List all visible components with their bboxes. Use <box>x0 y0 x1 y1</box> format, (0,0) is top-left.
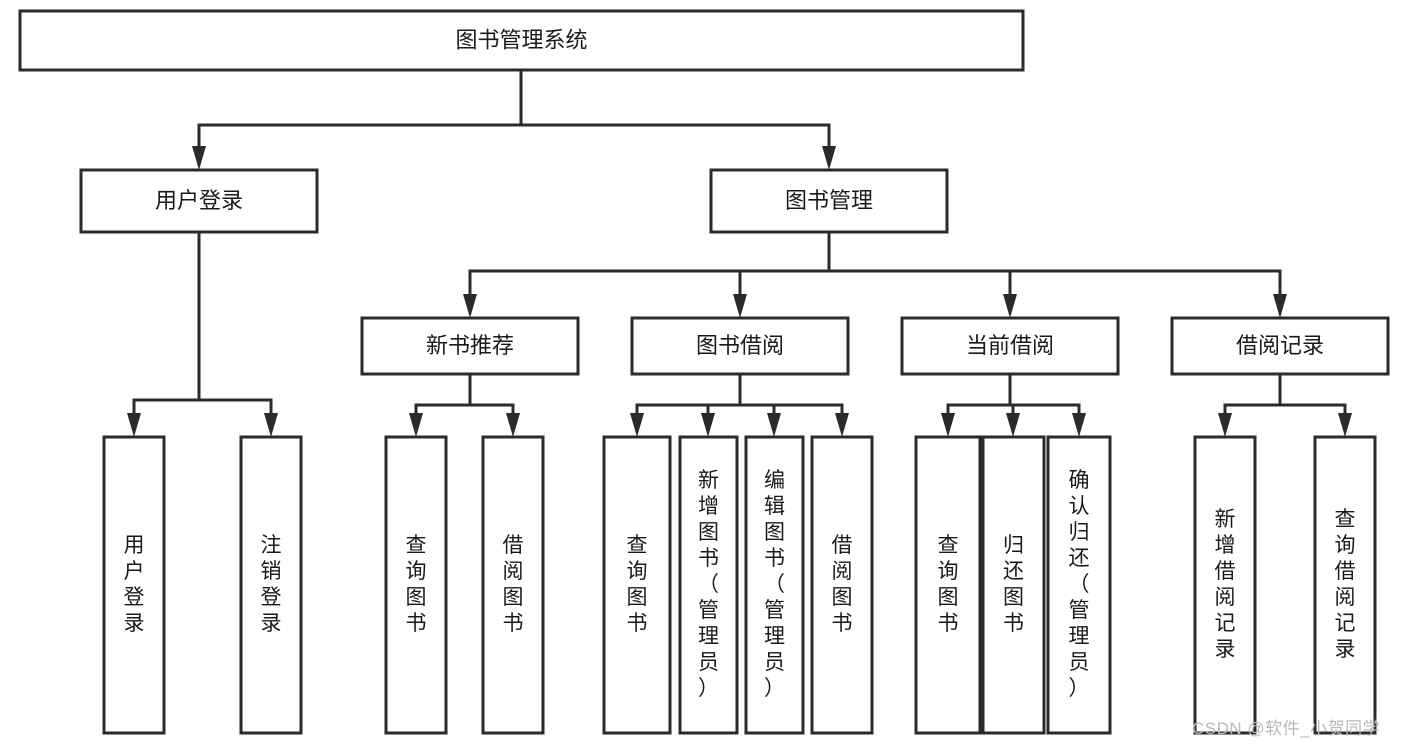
node-leaf-user-logout[interactable]: 注销登录 <box>239 435 303 735</box>
node-label-leaf-add-borrow-record: 新增借阅记录 <box>1215 508 1236 661</box>
node-box-root[interactable] <box>18 9 1025 72</box>
group0-to-leaves-arrowhead-0 <box>409 413 423 437</box>
node-current-borrow[interactable]: 当前借阅 <box>900 316 1120 376</box>
bookmanage-to-level3-arrowhead-1 <box>733 294 747 318</box>
node-new-book-recommend[interactable]: 新书推荐 <box>360 316 580 376</box>
node-leaf-borrow-book-1[interactable]: 借阅图书 <box>481 435 545 735</box>
node-label-leaf-edit-book-admin: 编辑图书（管理员） <box>764 469 785 700</box>
node-box-leaf-add-book-admin[interactable] <box>678 435 739 735</box>
connector-layer <box>127 68 1352 437</box>
node-leaf-borrow-book-2[interactable]: 借阅图书 <box>810 435 874 735</box>
node-leaf-edit-book-admin[interactable]: 编辑图书（管理员） <box>744 435 805 735</box>
node-label-leaf-query-book-3: 查询图书 <box>938 534 959 635</box>
node-box-leaf-query-book-3[interactable] <box>914 435 982 735</box>
bookmanage-to-level3-arrowhead-2 <box>1003 294 1017 318</box>
node-label-leaf-borrow-book-1: 借阅图书 <box>503 534 524 635</box>
node-box-leaf-user-login[interactable] <box>102 435 166 735</box>
node-user-login-group[interactable]: 用户登录 <box>79 168 319 234</box>
node-label-root: 图书管理系统 <box>455 27 587 52</box>
node-label-leaf-query-book-1: 查询图书 <box>406 534 427 635</box>
node-label-book-manage-group: 图书管理 <box>785 188 873 213</box>
node-label-leaf-borrow-book-2: 借阅图书 <box>832 534 853 635</box>
node-box-book-borrow[interactable] <box>630 316 850 376</box>
node-label-user-login-group: 用户登录 <box>155 188 243 213</box>
userlogin-to-leaves-arrowhead-0 <box>127 413 141 437</box>
group0-to-leaves-arrowhead-1 <box>506 413 520 437</box>
node-box-user-login-group[interactable] <box>79 168 319 234</box>
node-layer: 图书管理系统用户登录用户登录注销登录图书管理新书推荐查询图书借阅图书图书借阅查询… <box>18 9 1390 735</box>
node-label-leaf-query-borrow-record: 查询借阅记录 <box>1335 508 1356 661</box>
node-leaf-user-login[interactable]: 用户登录 <box>102 435 166 735</box>
node-box-new-book-recommend[interactable] <box>360 316 580 376</box>
node-box-leaf-borrow-book-1[interactable] <box>481 435 545 735</box>
node-label-leaf-user-logout: 注销登录 <box>261 534 282 635</box>
node-box-leaf-query-borrow-record[interactable] <box>1313 435 1377 735</box>
node-label-leaf-query-book-2: 查询图书 <box>627 534 648 635</box>
node-label-leaf-add-book-admin: 新增图书（管理员） <box>698 469 719 700</box>
node-box-leaf-query-book-1[interactable] <box>384 435 448 735</box>
node-label-new-book-recommend: 新书推荐 <box>426 333 514 358</box>
node-book-manage-group[interactable]: 图书管理 <box>709 168 949 234</box>
group2-to-leaves-arrowhead-0 <box>941 413 955 437</box>
node-leaf-query-borrow-record[interactable]: 查询借阅记录 <box>1313 435 1377 735</box>
root-to-level2-arrowhead-0 <box>192 146 206 170</box>
node-box-leaf-borrow-book-2[interactable] <box>810 435 874 735</box>
userlogin-to-leaves-arrowhead-1 <box>264 413 278 437</box>
node-leaf-add-book-admin[interactable]: 新增图书（管理员） <box>678 435 739 735</box>
node-leaf-return-book[interactable]: 归还图书 <box>981 435 1046 735</box>
node-box-leaf-return-book[interactable] <box>981 435 1046 735</box>
node-label-leaf-user-login: 用户登录 <box>124 534 145 635</box>
group3-to-leaves-arrowhead-0 <box>1218 413 1232 437</box>
group2-to-leaves-arrowhead-1 <box>1006 413 1020 437</box>
node-box-leaf-edit-book-admin[interactable] <box>744 435 805 735</box>
group1-to-leaves-arrowhead-0 <box>630 413 644 437</box>
node-label-borrow-record: 借阅记录 <box>1236 333 1324 358</box>
node-label-current-borrow: 当前借阅 <box>966 333 1054 358</box>
node-leaf-query-book-1[interactable]: 查询图书 <box>384 435 448 735</box>
group2-to-leaves-arrowhead-2 <box>1072 413 1086 437</box>
node-box-book-manage-group[interactable] <box>709 168 949 234</box>
node-leaf-query-book-3[interactable]: 查询图书 <box>914 435 982 735</box>
bookmanage-to-level3-arrowhead-0 <box>463 294 477 318</box>
node-box-current-borrow[interactable] <box>900 316 1120 376</box>
node-box-leaf-add-borrow-record[interactable] <box>1193 435 1257 735</box>
node-label-leaf-confirm-return-admin: 确认归还（管理员） <box>1069 469 1090 700</box>
root-to-level2-arrowhead-1 <box>822 146 836 170</box>
node-leaf-confirm-return-admin[interactable]: 确认归还（管理员） <box>1046 435 1112 735</box>
node-box-leaf-user-logout[interactable] <box>239 435 303 735</box>
group1-to-leaves-arrowhead-1 <box>701 413 715 437</box>
node-leaf-query-book-2[interactable]: 查询图书 <box>602 435 672 735</box>
node-leaf-add-borrow-record[interactable]: 新增借阅记录 <box>1193 435 1257 735</box>
node-book-borrow[interactable]: 图书借阅 <box>630 316 850 376</box>
node-box-leaf-confirm-return-admin[interactable] <box>1046 435 1112 735</box>
group1-to-leaves-arrowhead-3 <box>835 413 849 437</box>
node-box-leaf-query-book-2[interactable] <box>602 435 672 735</box>
group1-to-leaves-arrowhead-2 <box>767 413 781 437</box>
node-label-leaf-return-book: 归还图书 <box>1003 534 1024 635</box>
group3-to-leaves-arrowhead-1 <box>1338 413 1352 437</box>
node-root[interactable]: 图书管理系统 <box>18 9 1025 72</box>
node-box-borrow-record[interactable] <box>1170 316 1390 376</box>
node-borrow-record[interactable]: 借阅记录 <box>1170 316 1390 376</box>
node-label-book-borrow: 图书借阅 <box>696 333 784 358</box>
bookmanage-to-level3-arrowhead-3 <box>1273 294 1287 318</box>
